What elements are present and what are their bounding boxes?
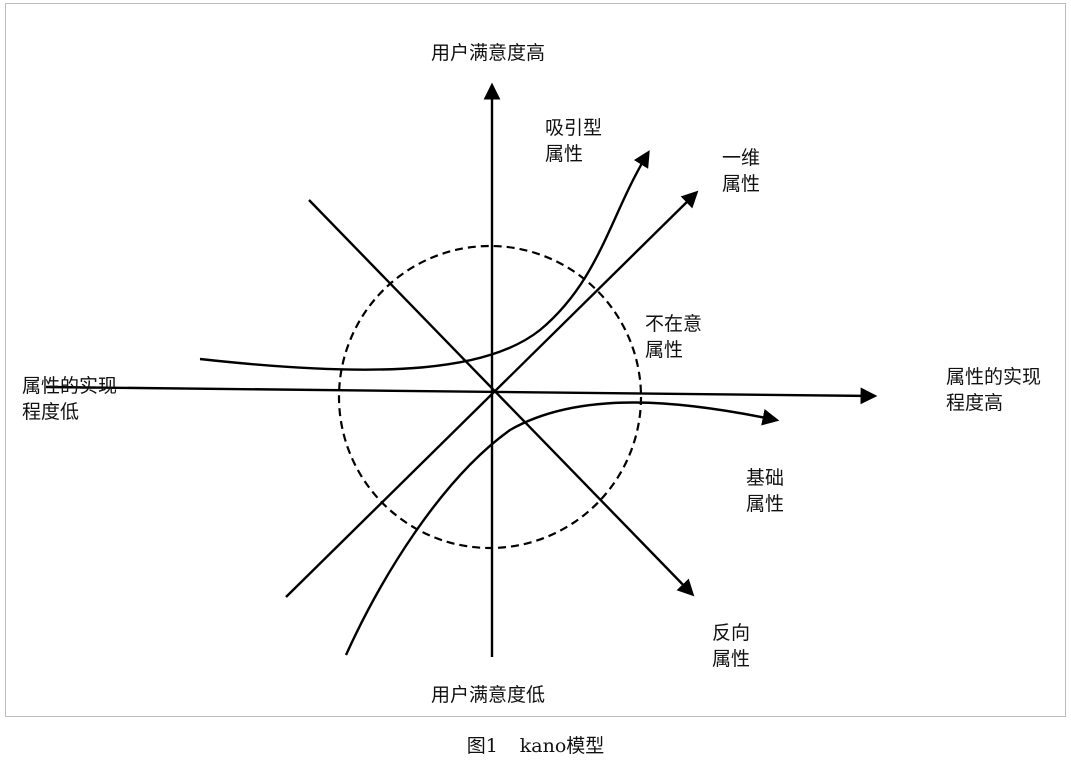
axis-left-label: 属性的实现 程度低 bbox=[22, 373, 117, 425]
indifferent-label-line1: 不在意 bbox=[645, 313, 703, 335]
reverse-line bbox=[308, 199, 695, 597]
reverse-label-line2: 属性 bbox=[712, 648, 751, 670]
attractive-label: 吸引型 属性 bbox=[545, 115, 602, 167]
attractive-label-line2: 属性 bbox=[545, 143, 584, 165]
axis-left-label-line2: 程度低 bbox=[22, 401, 80, 423]
must-be-label-line1: 基础 bbox=[746, 467, 785, 489]
attractive-label-line1: 吸引型 bbox=[545, 117, 603, 139]
indifferent-label-line2: 属性 bbox=[645, 339, 684, 361]
figure-title: kano模型 bbox=[519, 735, 605, 757]
axis-bottom-label: 用户满意度低 bbox=[431, 684, 546, 706]
reverse-label-line1: 反向 bbox=[712, 622, 751, 644]
figure-caption: 图1 kano模型 bbox=[0, 733, 1071, 759]
one-dimensional-line bbox=[285, 190, 699, 598]
reverse-label: 反向 属性 bbox=[712, 620, 750, 672]
one-dimensional-label-line1: 一维 bbox=[722, 147, 761, 169]
axis-right-label: 属性的实现 程度高 bbox=[946, 364, 1041, 416]
must-be-label: 基础 属性 bbox=[746, 465, 784, 517]
one-dimensional-label: 一维 属性 bbox=[722, 145, 760, 197]
one-dimensional-label-line2: 属性 bbox=[722, 173, 761, 195]
attractive-curve bbox=[199, 150, 650, 371]
axis-left-label-line1: 属性的实现 bbox=[22, 375, 118, 397]
indifferent-zone-circle bbox=[337, 244, 643, 550]
axis-top-label: 用户满意度高 bbox=[431, 42, 546, 64]
must-be-label-line2: 属性 bbox=[746, 493, 785, 515]
diagram-frame bbox=[5, 3, 1066, 717]
axis-right-label-line1: 属性的实现 bbox=[946, 366, 1042, 388]
must-be-curve bbox=[344, 401, 780, 656]
figure-number: 图1 bbox=[466, 735, 498, 757]
indifferent-label: 不在意 属性 bbox=[645, 311, 702, 363]
axis-right-label-line2: 程度高 bbox=[946, 392, 1004, 414]
fulfillment-axis bbox=[45, 385, 878, 405]
